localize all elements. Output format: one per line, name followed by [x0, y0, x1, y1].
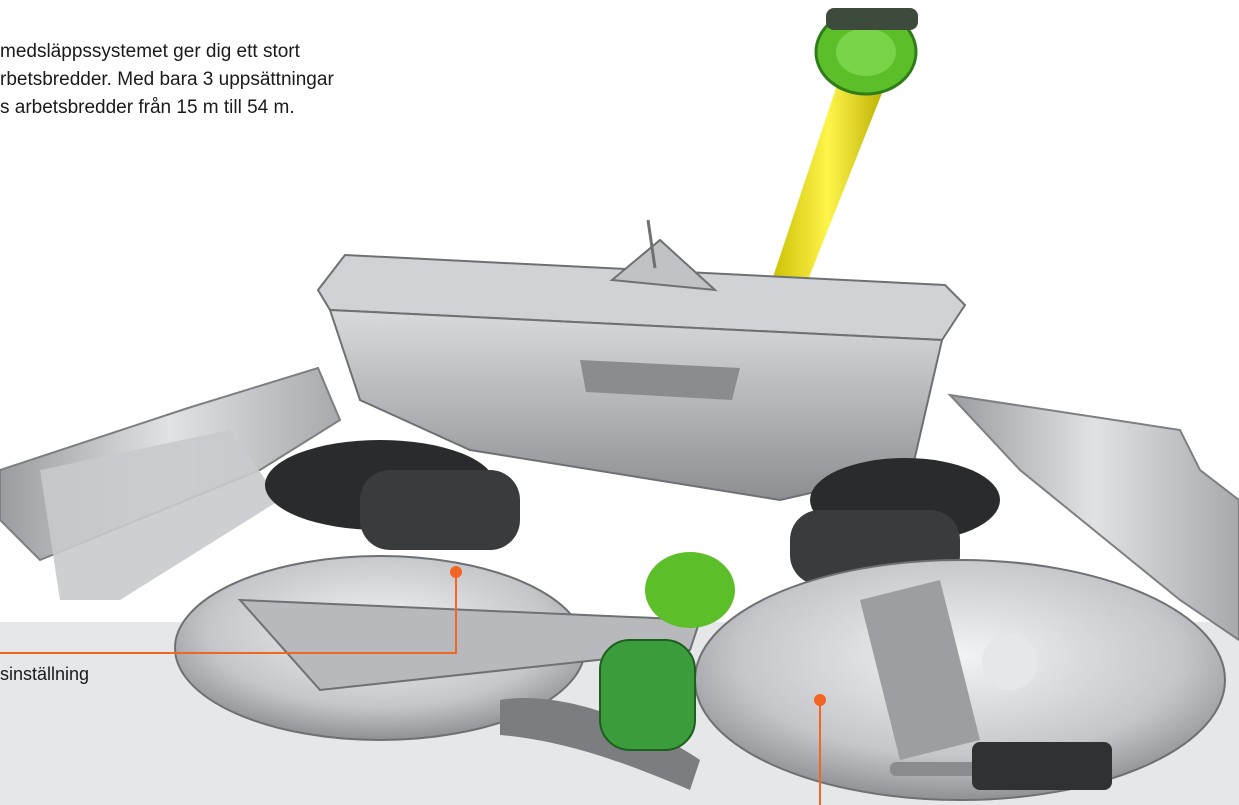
right-callout-dot — [814, 694, 826, 706]
callout-lines — [0, 566, 826, 805]
intro-paragraph: medsläppssystemet ger dig ett stort rbet… — [0, 38, 420, 122]
left-spreading-disc — [174, 555, 702, 741]
right-spreading-disc — [694, 559, 1226, 801]
pto-shaft — [768, 8, 918, 300]
actuator — [890, 742, 1112, 790]
intro-line-3: s arbetsbredder från 15 m till 54 m. — [0, 97, 295, 118]
left-callout-line — [0, 572, 457, 654]
left-hydraulics — [265, 440, 520, 550]
intro-line-2: rbetsbredder. Med bara 3 uppsättningar — [0, 69, 334, 90]
intro-line-1: medsläppssystemet ger dig ett stort — [0, 41, 300, 62]
gearbox — [500, 552, 735, 790]
left-callout-dot — [450, 566, 462, 578]
hopper — [316, 219, 967, 502]
spread-wings — [0, 366, 1239, 642]
left-callout-label: sinställning — [0, 664, 90, 684]
